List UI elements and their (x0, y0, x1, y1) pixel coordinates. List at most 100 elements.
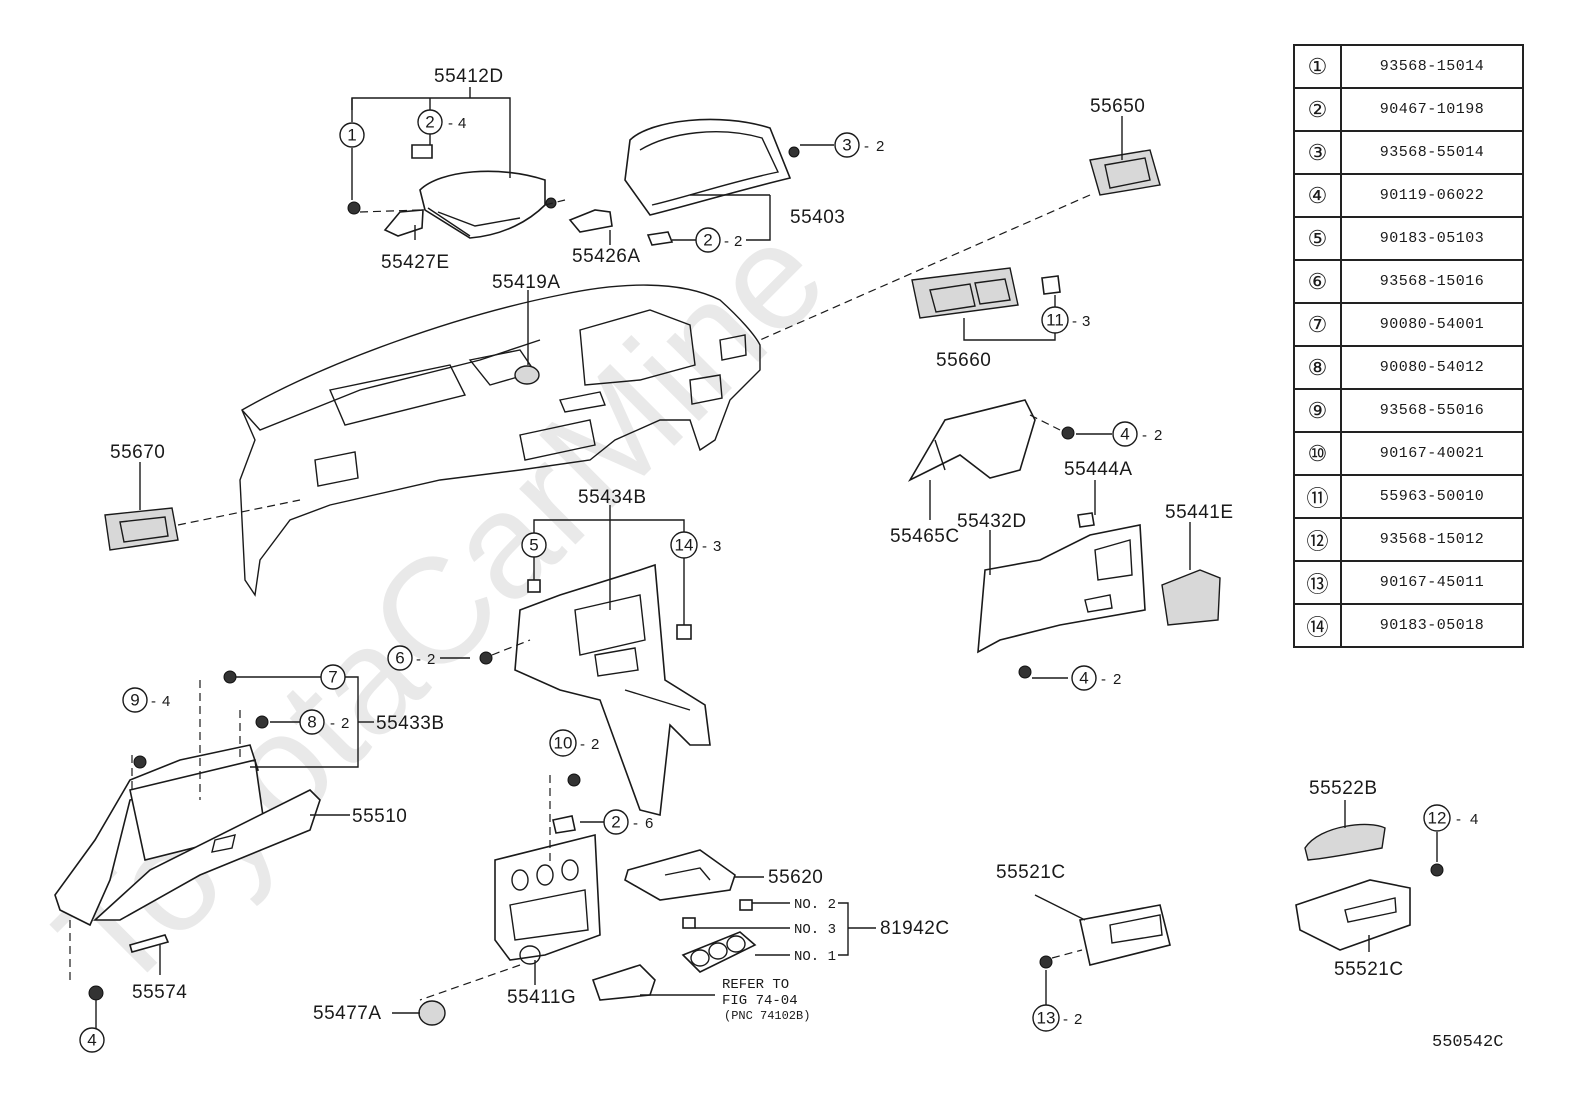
callout-2-top: 2-4 (417, 109, 466, 135)
svg-text:2: 2 (341, 715, 349, 732)
svg-text:2: 2 (1154, 427, 1162, 444)
svg-text:3: 3 (1082, 313, 1090, 330)
svg-text:4: 4 (458, 115, 466, 132)
legend-part-number: 93568-15014 (1340, 44, 1524, 89)
label-55403: 55403 (790, 207, 845, 228)
svg-text:-: - (330, 715, 335, 732)
svg-text:-: - (416, 651, 421, 668)
label-55574: 55574 (132, 982, 187, 1003)
svg-text:10: 10 (554, 734, 573, 753)
svg-text:1: 1 (347, 126, 356, 145)
legend-part-number: 93568-55016 (1340, 388, 1524, 433)
svg-text:-: - (633, 815, 638, 832)
callout-3: 3-2 (834, 132, 884, 158)
leader-lines (95, 87, 1438, 1030)
figure-code: 550542C (1432, 1033, 1504, 1052)
legend-ref: ⑨ (1293, 388, 1342, 433)
callout-1: 1 (339, 122, 365, 148)
callout-4-lower: 4-2 (1071, 665, 1121, 691)
label-55465C: 55465C (890, 526, 960, 547)
svg-text:2: 2 (611, 813, 620, 832)
svg-text:-: - (1456, 811, 1461, 828)
callout-8: 8-2 (299, 709, 349, 735)
svg-text:2: 2 (591, 736, 599, 753)
svg-text:3: 3 (713, 538, 721, 555)
svg-text:2: 2 (734, 233, 742, 250)
svg-text:-: - (1072, 313, 1077, 330)
svg-text:4: 4 (1079, 669, 1088, 688)
svg-text:-: - (864, 138, 869, 155)
label-55660: 55660 (936, 350, 991, 371)
callout-11: 11-3 (1041, 306, 1090, 334)
legend-ref: ⑤ (1293, 216, 1342, 261)
svg-text:2: 2 (425, 113, 434, 132)
legend-ref: ④ (1293, 173, 1342, 218)
part-labels: 55412D 55427E 55426A 55403 55650 55419A … (110, 66, 1404, 1024)
legend-part-number: 93568-55014 (1340, 130, 1524, 175)
label-55444A: 55444A (1064, 459, 1133, 480)
svg-text:6: 6 (645, 815, 653, 832)
callout-2-lower: 2-6 (603, 809, 653, 835)
label-55670: 55670 (110, 442, 165, 463)
legend-part-number: 93568-15016 (1340, 259, 1524, 304)
callout-10: 10-2 (549, 729, 599, 757)
center-vent-55660-drawing (911, 267, 1061, 319)
no3-label: NO. 3 (794, 922, 836, 938)
ashtray-drawing (591, 964, 656, 1001)
label-55419A: 55419A (492, 272, 561, 293)
svg-text:4: 4 (87, 1031, 96, 1050)
legend-part-number: 90467-10198 (1340, 87, 1524, 132)
label-55521C-bracket: 55521C (1334, 959, 1404, 980)
legend-part-number: 90183-05018 (1340, 603, 1524, 648)
label-55510: 55510 (352, 806, 407, 827)
refer-note: REFER TO FIG 74-04 (PNC 74102B) (722, 977, 810, 1023)
svg-text:12: 12 (1428, 809, 1447, 828)
svg-text:2: 2 (876, 138, 884, 155)
clip-55419A (514, 365, 540, 385)
label-55427E: 55427E (381, 252, 450, 273)
callout-13: 13-2 (1032, 1004, 1082, 1032)
svg-text:14: 14 (675, 536, 694, 555)
svg-text:-: - (1142, 427, 1147, 444)
legend-ref: ⑦ (1293, 302, 1342, 347)
svg-text:11: 11 (1046, 311, 1064, 330)
label-55441E: 55441E (1165, 502, 1234, 523)
svg-text:4: 4 (1470, 811, 1478, 828)
callout-5: 5 (521, 532, 547, 558)
svg-text:2: 2 (1074, 1011, 1082, 1028)
svg-text:8: 8 (307, 713, 316, 732)
svg-text:-: - (702, 538, 707, 555)
label-55433B: 55433B (376, 713, 445, 734)
svg-text:-: - (724, 233, 729, 250)
side-vent-55650-drawing (759, 149, 1161, 341)
legend-part-number: 93568-15012 (1340, 517, 1524, 562)
callout-6: 6-2 (387, 645, 435, 671)
callouts: 1 2-4 2-2 3-2 11-3 4-2 4-2 5 14-3 6-2 7 … (79, 109, 1478, 1053)
lower-panel-55432D-drawing (977, 512, 1146, 679)
no2-label: NO. 2 (794, 897, 836, 913)
legend-part-number: 90080-54001 (1340, 302, 1524, 347)
refer-line-2: FIG 74-04 (722, 993, 798, 1009)
refer-line-3: (PNC 74102B) (724, 1009, 810, 1023)
label-55434B: 55434B (578, 487, 647, 508)
reinforcement-55465C-drawing (907, 399, 1075, 482)
svg-text:2: 2 (703, 231, 712, 250)
plug-55477A-drawing (418, 1000, 446, 1026)
clock-55522B-drawing (1304, 823, 1386, 861)
switch-hole-labels: NO. 2 NO. 3 NO. 1 (794, 897, 836, 965)
switch-holes-drawing (681, 899, 757, 973)
svg-text:-: - (151, 693, 156, 710)
glove-box-drawing (54, 670, 321, 1001)
center-lower-panel-drawing (419, 773, 601, 1001)
svg-text:2: 2 (1113, 671, 1121, 688)
svg-text:-: - (580, 736, 585, 753)
